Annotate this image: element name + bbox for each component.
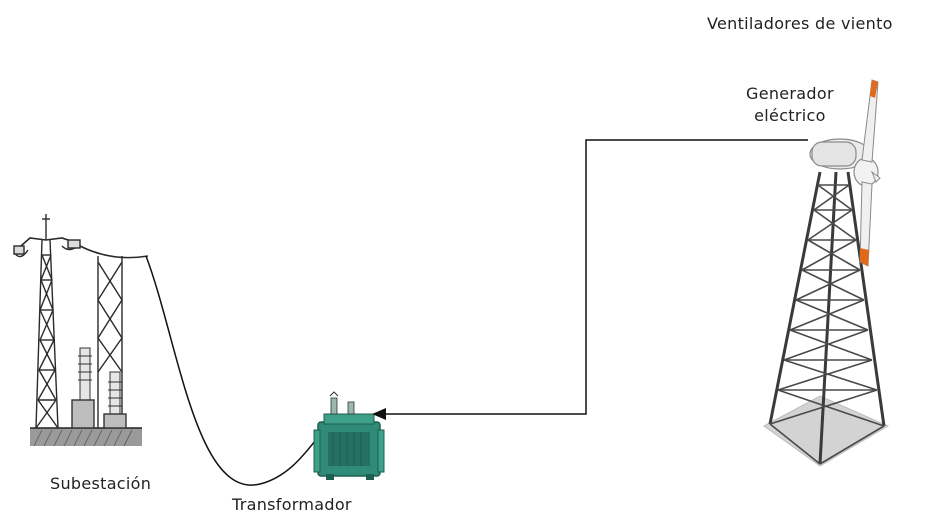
label-generador-line1: Generador xyxy=(746,84,834,103)
transformer-icon xyxy=(313,391,385,480)
label-generador: Generador eléctrico xyxy=(746,83,834,127)
label-subestacion: Subestación xyxy=(50,474,152,493)
arrow-head-icon xyxy=(372,408,386,420)
label-ventiladores: Ventiladores de viento xyxy=(707,14,893,33)
cable-generator-transformer xyxy=(382,139,808,415)
label-generador-line2: eléctrico xyxy=(754,106,826,125)
substation-icon xyxy=(13,214,149,447)
label-transformador: Transformador xyxy=(232,495,352,514)
cable-substation-transformer xyxy=(145,255,337,486)
wind-turbine-icon xyxy=(763,79,890,467)
